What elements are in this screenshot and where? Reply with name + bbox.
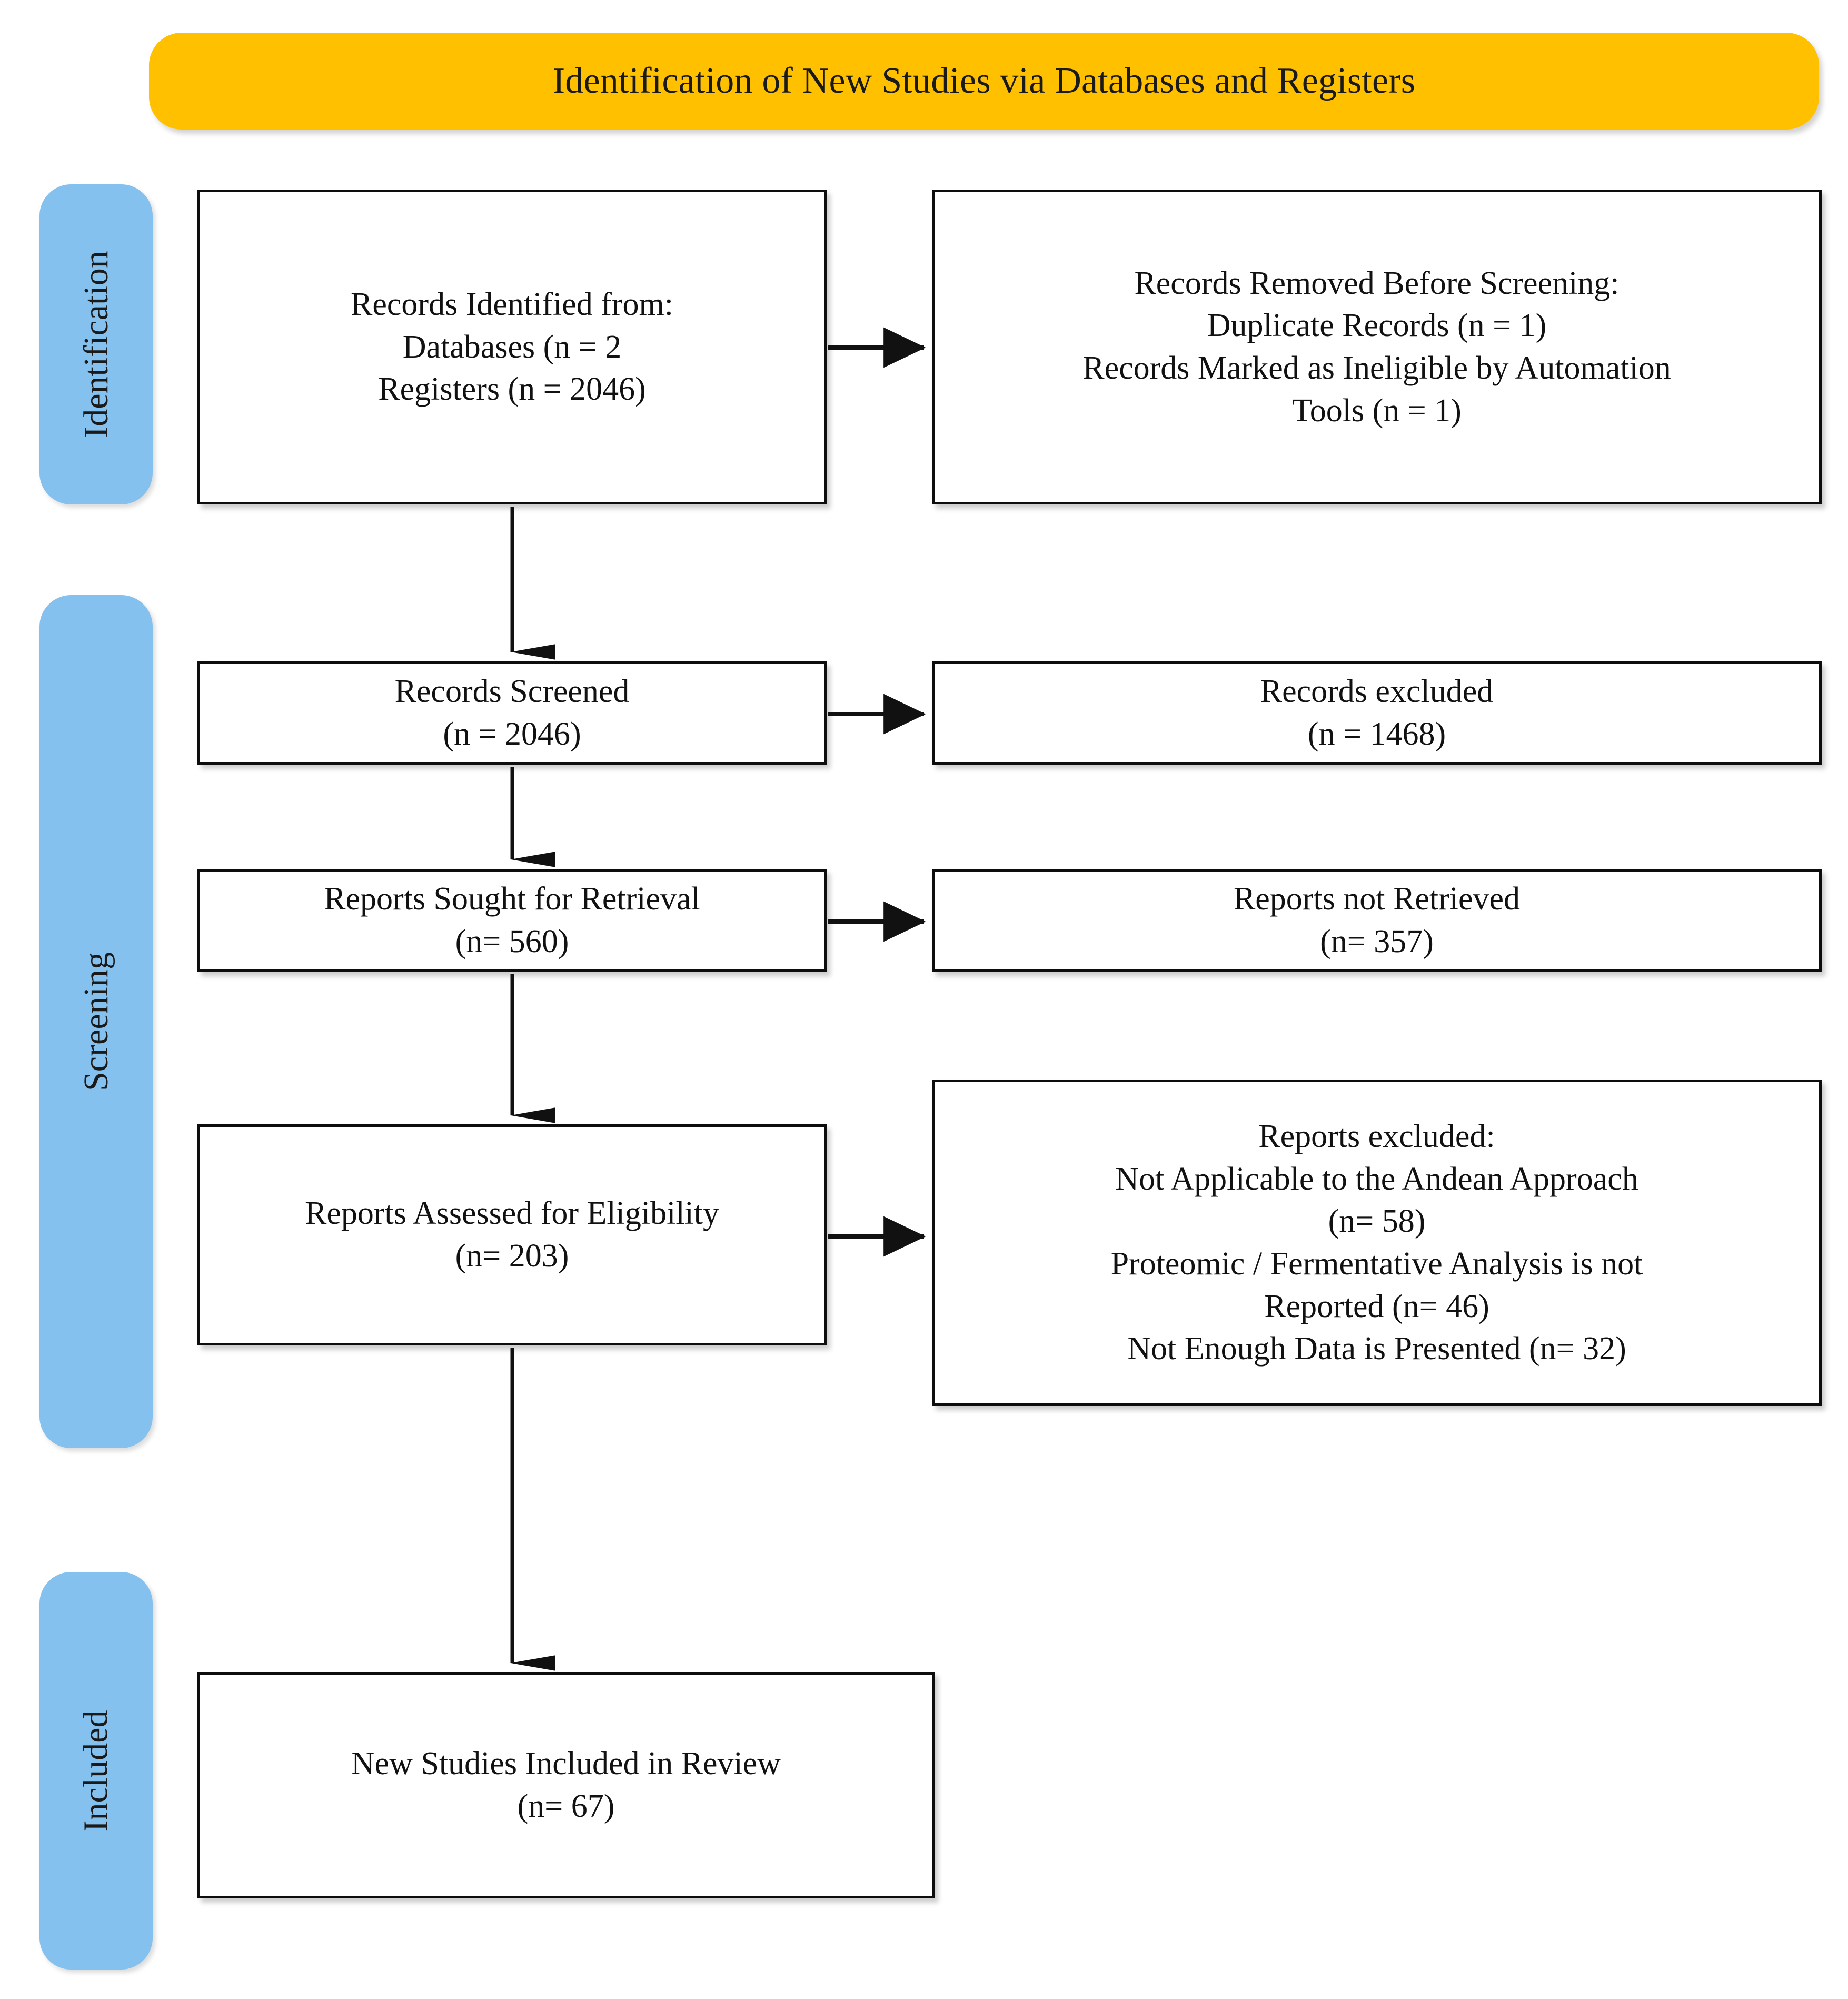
node-records-removed: Records Removed Before Screening: Duplic… bbox=[932, 190, 1822, 504]
node-line: Records excluded bbox=[1260, 674, 1494, 710]
node-reports-excluded: Reports excluded: Not Applicable to the … bbox=[932, 1080, 1822, 1406]
node-line: Tools (n = 1) bbox=[1292, 392, 1462, 429]
node-line: Reports Assessed for Eligibility bbox=[304, 1195, 720, 1232]
stage-rail-screening: Screening bbox=[39, 595, 153, 1448]
node-line: Registers (n = 2046) bbox=[378, 371, 646, 408]
node-records-identified: Records Identified from: Databases (n = … bbox=[197, 190, 827, 504]
node-line: Databases (n = 2 bbox=[402, 329, 622, 365]
node-records-screened: Records Screened (n = 2046) bbox=[197, 661, 827, 765]
node-reports-not-retrieved: Reports not Retrieved (n= 357) bbox=[932, 869, 1822, 972]
node-new-studies-included: New Studies Included in Review (n= 67) bbox=[197, 1672, 935, 1898]
node-line: Reports not Retrieved bbox=[1233, 881, 1521, 917]
node-line: Records Removed Before Screening: bbox=[1134, 265, 1620, 301]
node-line: Records Marked as Ineligible by Automati… bbox=[1082, 350, 1671, 386]
node-line: Reports excluded: bbox=[1258, 1119, 1495, 1155]
stage-rail-included: Included bbox=[39, 1572, 153, 1970]
node-line: Not Applicable to the Andean Approach bbox=[1115, 1161, 1638, 1197]
node-line: (n= 203) bbox=[455, 1238, 569, 1274]
node-line: (n = 2046) bbox=[443, 716, 581, 752]
node-line: Reports Sought for Retrieval bbox=[324, 881, 700, 917]
node-line: (n = 1468) bbox=[1307, 716, 1446, 752]
node-records-excluded: Records excluded (n = 1468) bbox=[932, 661, 1822, 765]
node-line: (n= 357) bbox=[1320, 924, 1434, 959]
node-line: (n= 67) bbox=[517, 1788, 615, 1824]
node-line: (n= 560) bbox=[455, 924, 569, 959]
node-line: Proteomic / Fermentative Analysis is not bbox=[1110, 1246, 1643, 1282]
node-reports-assessed: Reports Assessed for Eligibility (n= 203… bbox=[197, 1124, 827, 1345]
stage-rail-identification: Identification bbox=[39, 184, 153, 504]
node-line: Records Screened bbox=[394, 674, 630, 710]
node-line: New Studies Included in Review bbox=[351, 1746, 781, 1782]
diagram-title-banner: Identification of New Studies via Databa… bbox=[149, 33, 1819, 130]
node-line: Duplicate Records (n = 1) bbox=[1207, 308, 1547, 344]
node-line: Records Identified from: bbox=[351, 286, 673, 323]
node-line: Reported (n= 46) bbox=[1264, 1288, 1489, 1324]
node-line: (n= 58) bbox=[1328, 1203, 1426, 1240]
node-reports-sought: Reports Sought for Retrieval (n= 560) bbox=[197, 869, 827, 972]
node-line: Not Enough Data is Presented (n= 32) bbox=[1127, 1331, 1626, 1367]
page-title: Identification of New Studies via Databa… bbox=[552, 61, 1416, 101]
